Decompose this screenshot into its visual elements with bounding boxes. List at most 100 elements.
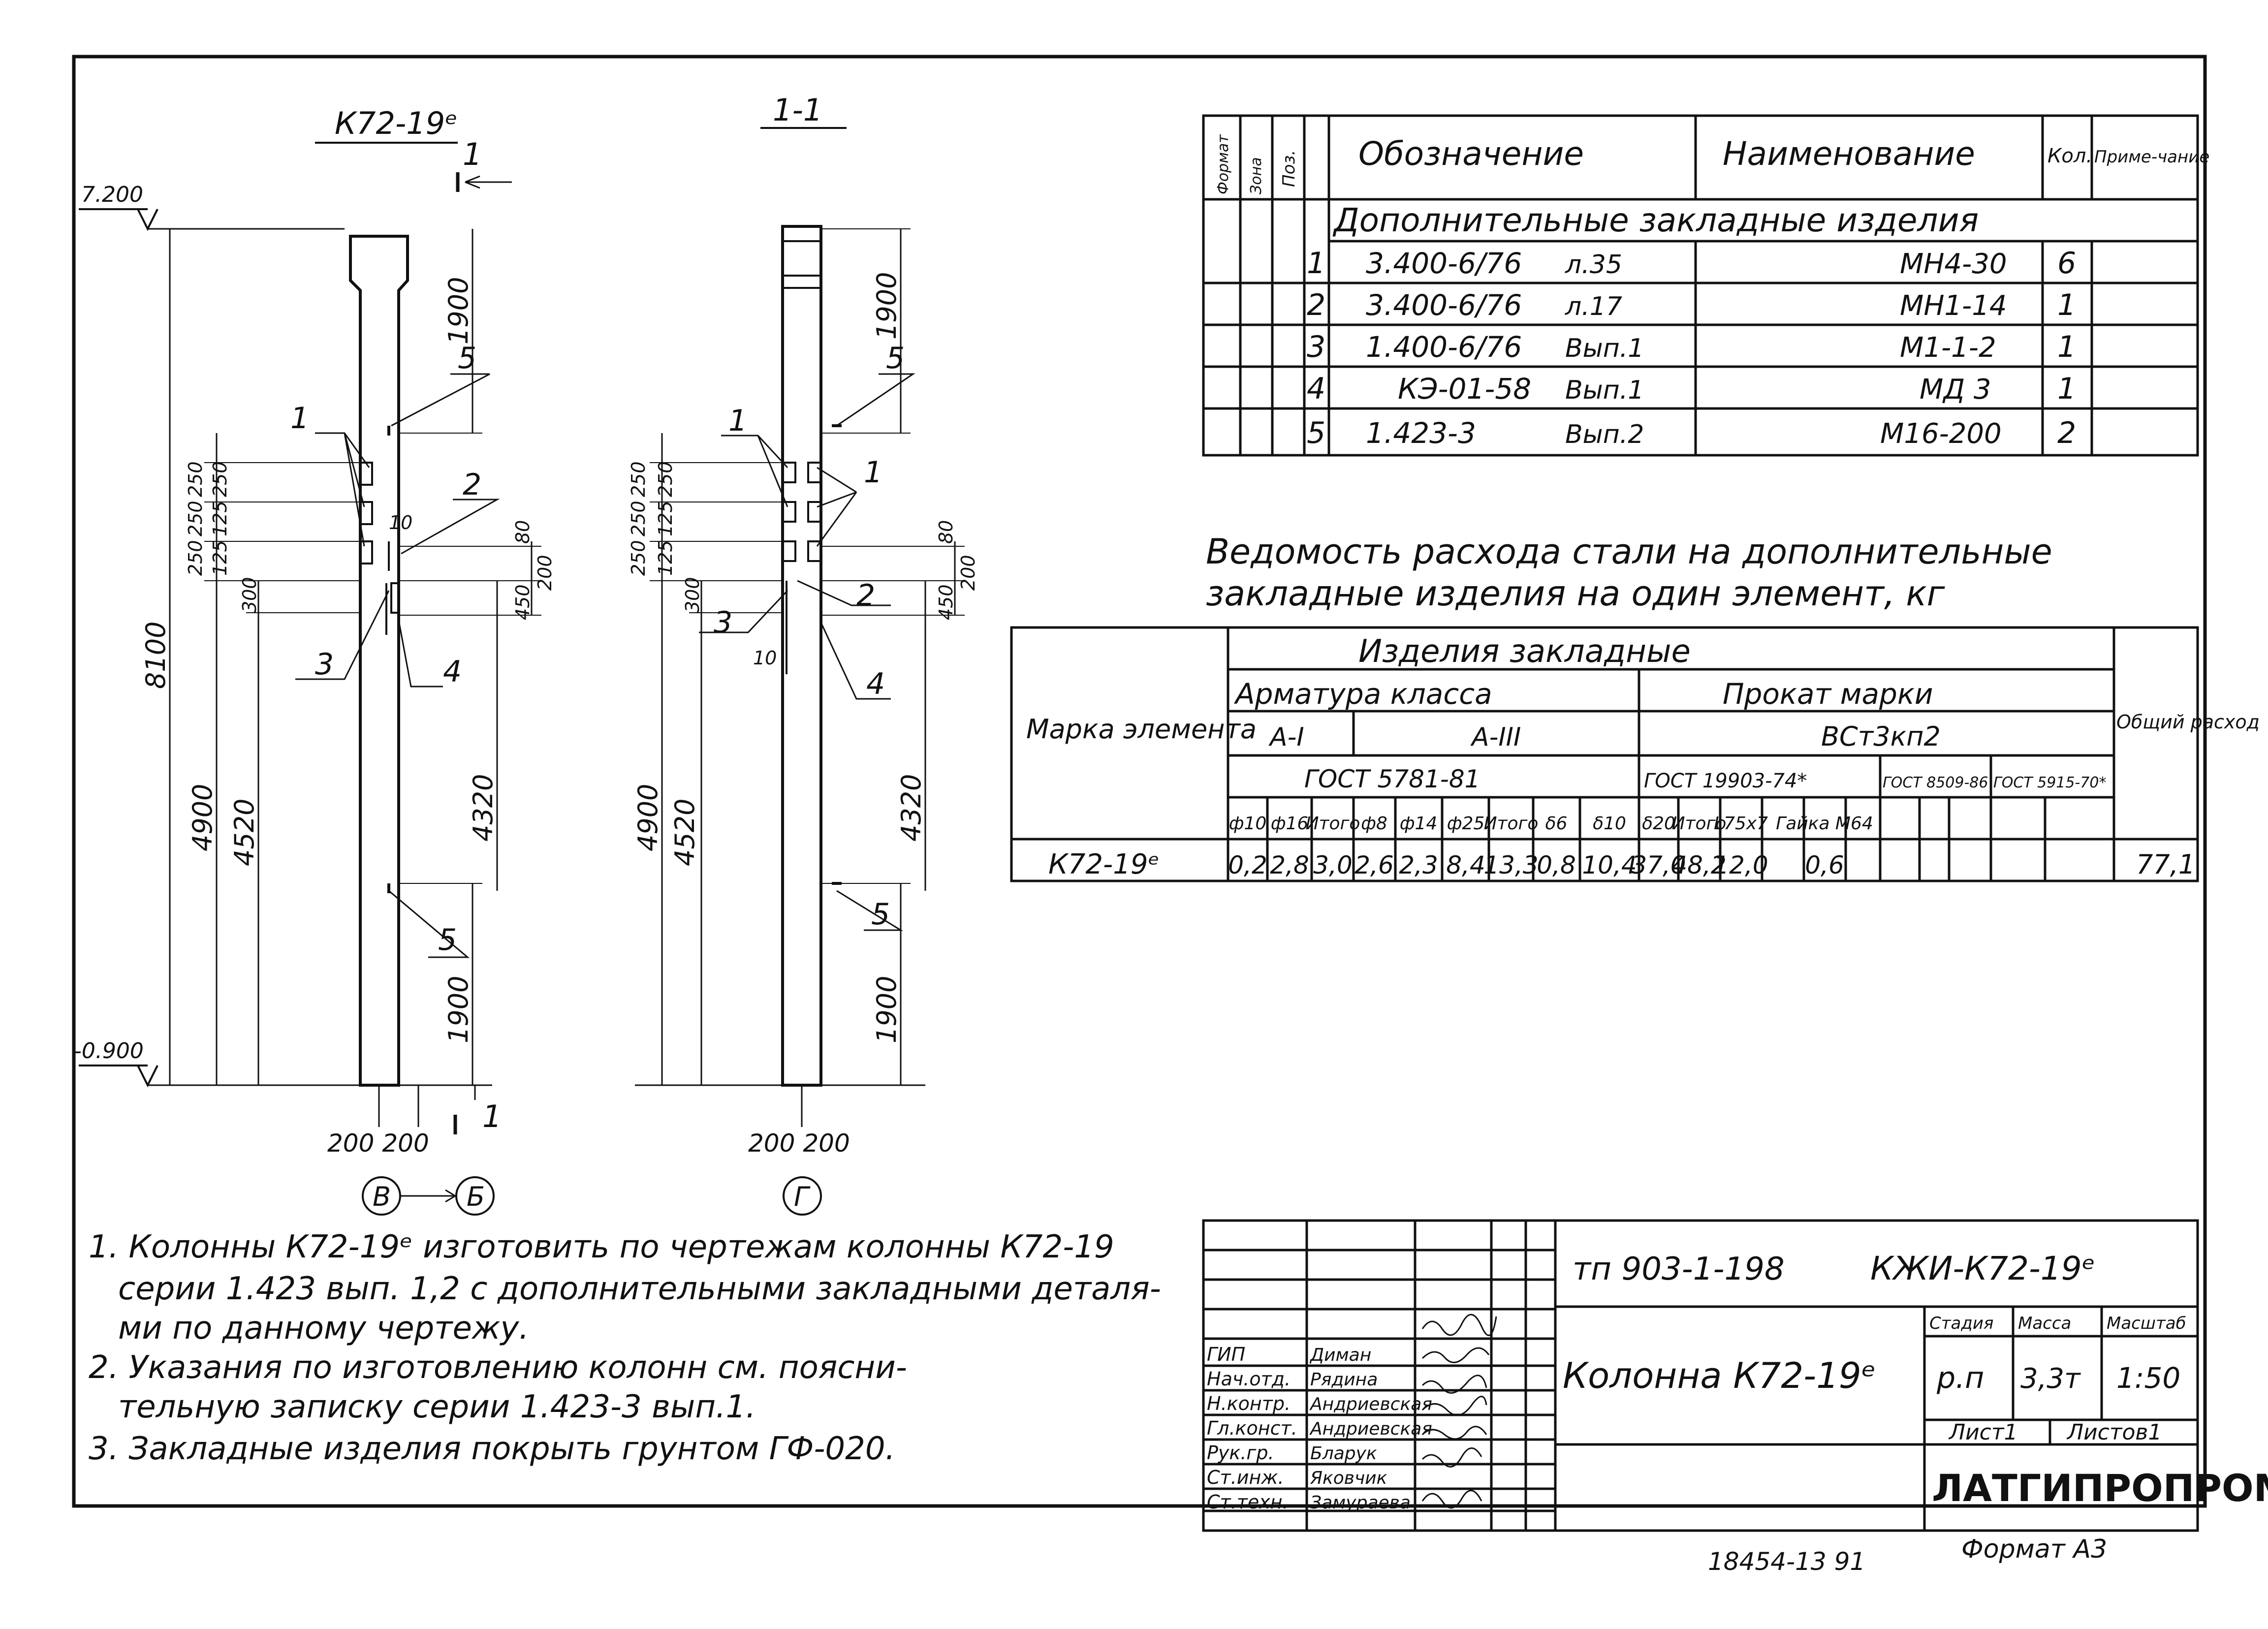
steel-subcol-header: ф10 (1229, 814, 1267, 834)
spec-row-3-name: М1-1-2 (1900, 332, 1996, 364)
dims-bottom-section: 200 200 (748, 1129, 850, 1158)
steel-value-cell: 2,6 (1354, 851, 1394, 879)
note-line-4: 2. Указания по изготовлению колонн см. п… (89, 1349, 907, 1386)
title-inventory: 18454-13 91 (1708, 1547, 1865, 1576)
steel-value-cell: 2,8 (1270, 851, 1309, 879)
dim-125-main-2: 125 (209, 540, 231, 576)
callout-3-section: 3 (714, 605, 732, 640)
dim-300-main: 300 (239, 577, 260, 613)
note-line-2: серии 1.423 вып. 1,2 с дополнительными з… (118, 1271, 1161, 1307)
title-scale: 1:50 (2116, 1361, 2180, 1395)
signatures (1421, 1314, 1497, 1509)
dim-450-main: 450 (512, 584, 534, 620)
spec-row-1-pos: 1 (1307, 246, 1325, 281)
steel-header-total: Общий расход (2116, 711, 2260, 733)
spec-row-5-name: М16-200 (1880, 418, 2002, 450)
spec-header-zone: Зона (1248, 157, 1265, 194)
steel-header-items: Изделия закладные (1358, 633, 1691, 670)
steel-value-cell: 37,0 (1631, 851, 1686, 879)
section-mark-top: 1 (463, 136, 482, 172)
dim-80-main: 80 (512, 520, 534, 544)
sheet-frame (72, 55, 2207, 1508)
axis-label-g: Г (794, 1181, 811, 1212)
steel-subcol-header: δ6 (1545, 814, 1568, 834)
spec-row-1-qty: 6 (2057, 246, 2076, 281)
steel-table (1010, 626, 2199, 882)
steel-value-cell: 8,4 (1446, 851, 1485, 879)
dim-1900-bottom-section: 1900 (871, 976, 902, 1043)
staff-name: Андриевская (1309, 1419, 1432, 1439)
callout-1-section-right: 1 (864, 455, 882, 490)
steel-value-cell: 0,6 (1805, 851, 1844, 879)
staff-role: Ст.техн. (1207, 1491, 1289, 1513)
spec-row-2-pos: 2 (1307, 288, 1325, 322)
steel-subcol-header: ф8 (1361, 814, 1387, 834)
spec-row-4-designation: КЭ-01-58 (1398, 372, 1531, 406)
steel-gost-1: ГОСТ 19903-74* (1644, 770, 1807, 792)
staff-role: Н.контр. (1207, 1393, 1291, 1414)
spec-header-format: Формат (1215, 134, 1232, 194)
dim-450-section: 450 (935, 584, 957, 620)
spec-row-4-pos: 4 (1307, 372, 1325, 406)
note-line-6: 3. Закладные изделия покрыть грунтом ГФ-… (89, 1431, 895, 1467)
title-scale-label: Масштаб (2107, 1314, 2186, 1333)
spec-row-2-qty: 1 (2057, 288, 2076, 322)
steel-value-cell: 10,4 (1582, 851, 1637, 879)
callout-1-main: 1 (290, 401, 309, 436)
callout-3-main: 3 (315, 647, 334, 682)
spec-row-3-pos: 3 (1307, 330, 1325, 364)
spec-row-1-sheet: л.35 (1565, 250, 1622, 280)
steel-subcol-header: Итого (1484, 814, 1539, 834)
dim-4520-section: 4520 (669, 799, 700, 866)
steel-class-a3: A-III (1470, 722, 1521, 752)
spec-row-3-sheet: Вып.1 (1565, 334, 1644, 363)
dim-250-section-2: 250 (628, 501, 649, 536)
callout-4-main: 4 (443, 655, 462, 689)
main-view-title: К72-19ᵉ (335, 105, 458, 141)
axis-label-b: Б (467, 1181, 485, 1212)
dim-4520-main: 4520 (229, 799, 260, 866)
dim-4320-main: 4320 (468, 774, 499, 842)
dim-125-section-2: 125 (655, 540, 676, 576)
column-main-outline (349, 235, 409, 1087)
note-line-5: тельную записку серии 1.423-3 вып.1. (118, 1389, 756, 1425)
callout-2-main: 2 (463, 468, 481, 502)
dim-4320-section: 4320 (896, 774, 927, 842)
staff-name: Бларук (1310, 1443, 1377, 1464)
steel-header-mark: Марка элемента (1026, 714, 1257, 745)
dim-8100: 8100 (140, 622, 171, 689)
dim-250-section-3: 250 (628, 540, 649, 576)
steel-grade: ВСт3кп2 (1821, 721, 1941, 752)
dim-200-section: 200 (957, 555, 979, 591)
steel-gost-3: ГОСТ 5915-70* (1993, 774, 2106, 791)
spec-row-1-name: МН4-30 (1900, 248, 2007, 280)
spec-header-note: Приме-чание (2094, 147, 2209, 167)
dim-1900-top-section: 1900 (871, 272, 902, 340)
title-format: Формат А3 (1961, 1535, 2107, 1564)
steel-subcol-header: ф25 (1447, 814, 1485, 834)
steel-class-a1: A-I (1268, 722, 1304, 752)
steel-gost-2: ГОСТ 8509-86 (1883, 774, 1988, 791)
steel-value-cell: 3,0 (1313, 851, 1353, 879)
staff-role: Ст.инж. (1207, 1467, 1284, 1488)
note-line-3: ми по данному чертежу. (118, 1310, 529, 1347)
dim-4900-section: 4900 (632, 784, 663, 851)
title-sheet: Лист1 (1948, 1420, 2018, 1445)
spec-section-title: Дополнительные закладные изделия (1332, 201, 1979, 239)
spec-table (1202, 114, 2199, 457)
callout-5-main-bottom: 5 (438, 923, 457, 957)
steel-subcol-header: L75х7 (1714, 814, 1768, 834)
dim-10-section: 10 (753, 647, 777, 669)
steel-subcol-header: Итого (1306, 814, 1360, 834)
spec-row-1-designation: 3.400-6/76 (1366, 247, 1522, 280)
dim-125-section-1: 125 (655, 501, 676, 536)
dim-250-section-4: 250 (655, 461, 676, 497)
steel-subcol-header: δ20 (1642, 814, 1675, 834)
steel-subcol-header: ф14 (1400, 814, 1438, 834)
level-bottom: -0.900 (74, 1038, 144, 1064)
spec-row-4-qty: 1 (2057, 372, 2076, 406)
spec-row-2-name: МН1-14 (1900, 290, 2007, 322)
spec-header-pos: Поз. (1279, 150, 1299, 187)
spec-header-designation: Обозначение (1358, 135, 1584, 173)
steel-value-cell: 13,3 (1483, 851, 1538, 879)
